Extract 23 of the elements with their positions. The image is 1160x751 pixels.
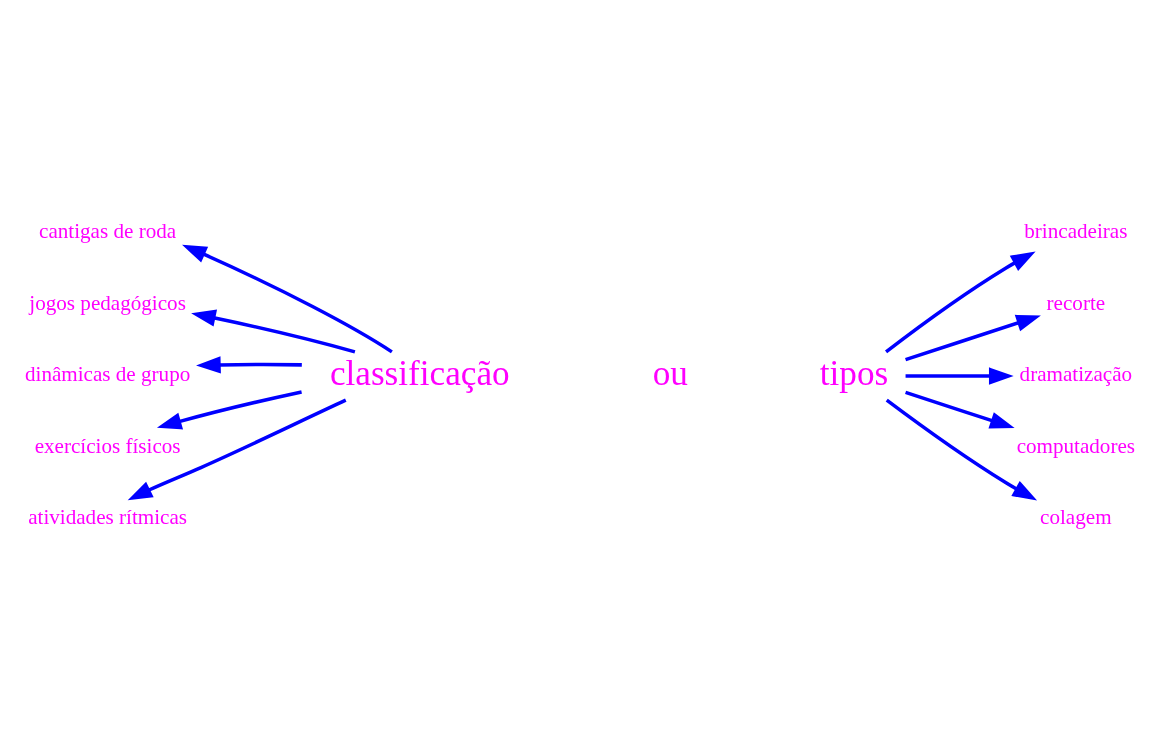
node-text: brincadeiras (1024, 218, 1128, 243)
arrow (182, 244, 393, 353)
node-text: dramatização (1019, 361, 1133, 386)
arrow (156, 389, 302, 429)
arrow (127, 398, 347, 500)
arrow (905, 390, 1015, 429)
arrow (905, 314, 1041, 361)
arrow (191, 309, 356, 353)
node-text: dinâmicas de grupo (24, 361, 191, 386)
arrow (196, 355, 302, 374)
arrow (905, 366, 1014, 385)
node-text: tipos (819, 353, 889, 393)
node-text: cantigas de roda (39, 218, 177, 243)
arrow (885, 398, 1038, 500)
node-text: atividades rítmicas (28, 504, 188, 529)
node-text: classificação (329, 353, 510, 393)
node-text: computadores (1016, 433, 1136, 458)
node-text: colagem (1040, 504, 1112, 529)
node-text: jogos pedagógicos (29, 290, 186, 315)
arrow (885, 250, 1036, 353)
node-text: exercícios físicos (34, 433, 181, 458)
node-text: recorte (1046, 290, 1106, 315)
node-text: ou (652, 353, 688, 393)
